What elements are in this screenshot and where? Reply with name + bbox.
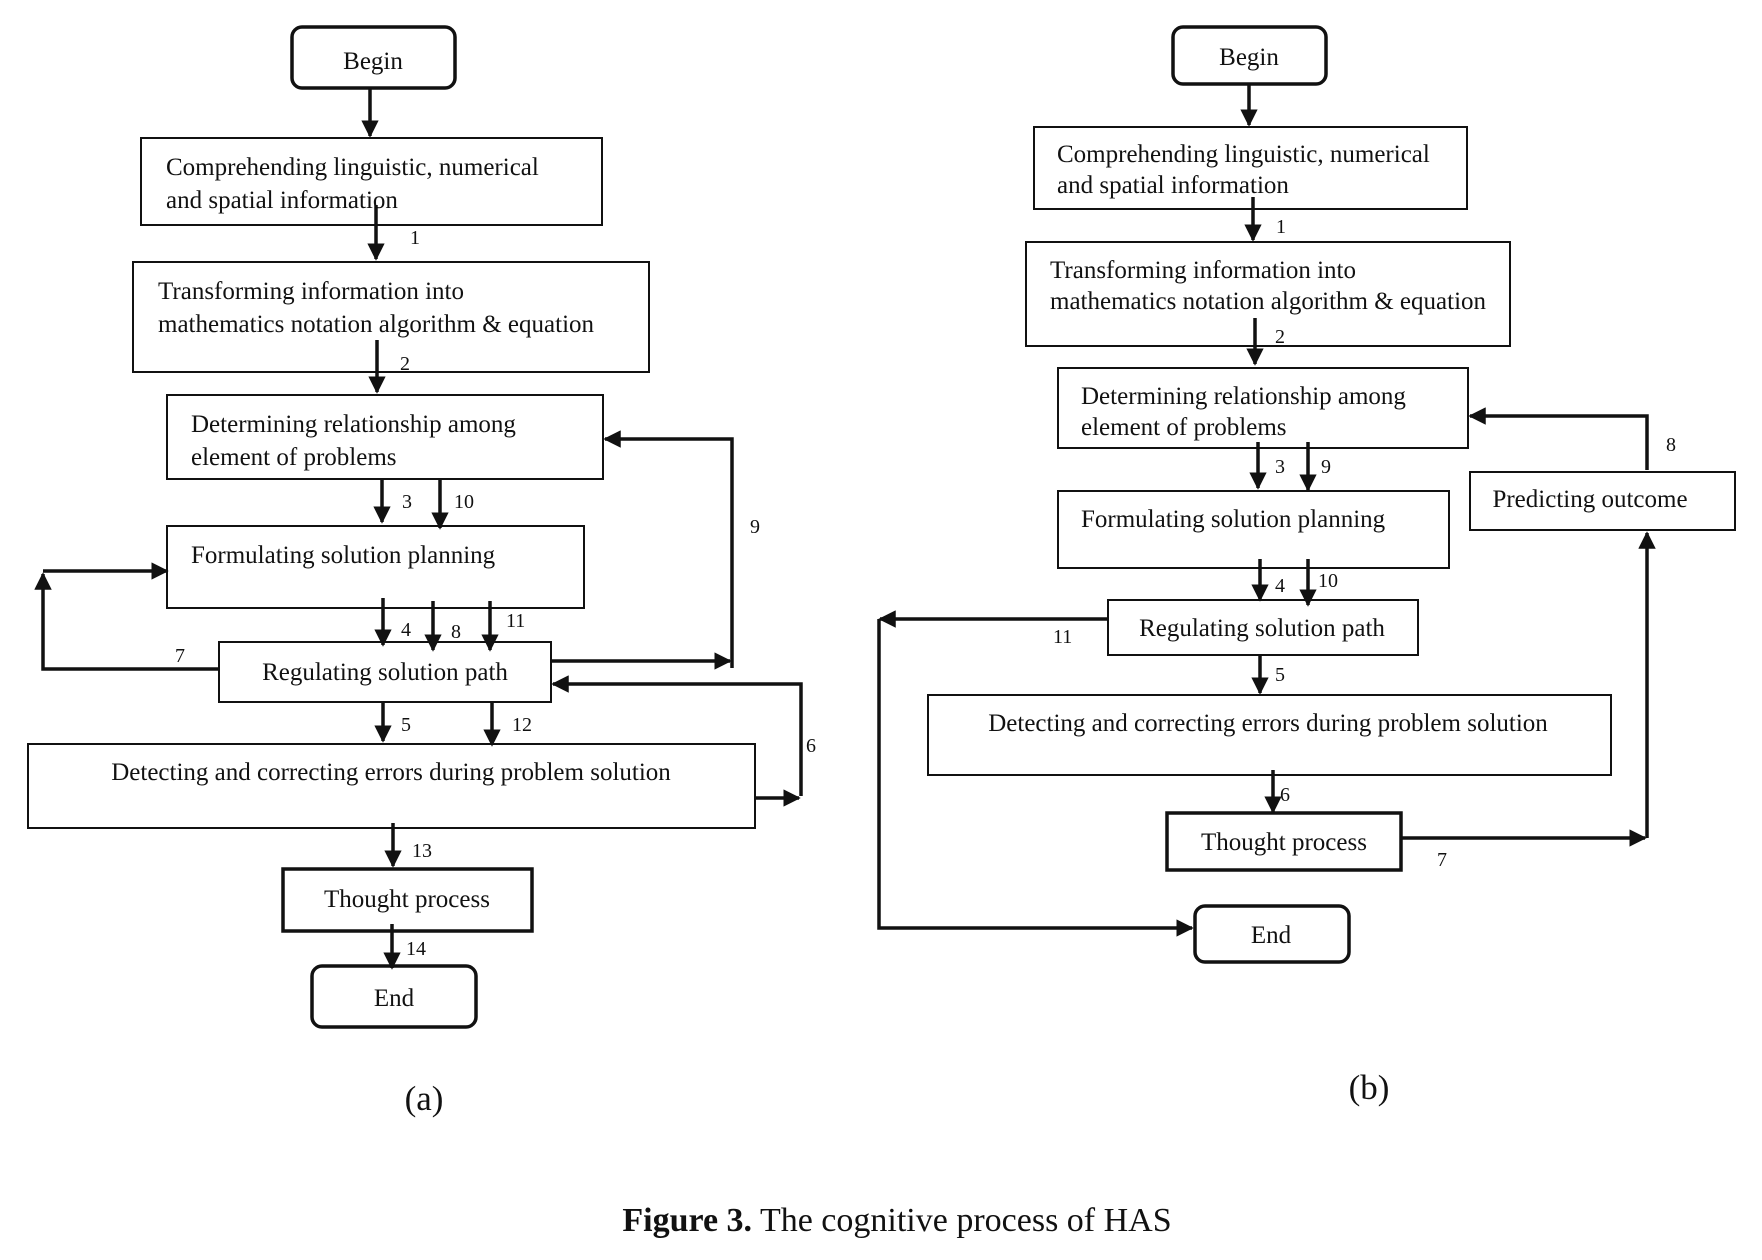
b-end-text: End: [1251, 922, 1292, 949]
b-thought-box: [1165, 811, 1403, 872]
a-end-text: End: [374, 985, 415, 1012]
a-determining-box: [166, 394, 604, 480]
a-detecting-box: [27, 743, 756, 829]
a-edge-label: 14: [406, 938, 426, 960]
a-determining-text-1: Determining relationship among: [191, 411, 516, 438]
b-begin-text: Begin: [1219, 44, 1279, 71]
a-sub-label: (a): [405, 1079, 444, 1118]
a-comprehending-text-2: and spatial information: [166, 187, 398, 214]
b-determining-box: [1057, 367, 1469, 449]
a-transforming-text-1: Transforming information into: [158, 278, 464, 305]
b-edge-label: 3: [1275, 456, 1285, 478]
b-arrow-8: [1468, 407, 1649, 470]
b-thought-text: Thought process: [1201, 829, 1367, 856]
a-edge-label: 2: [400, 353, 410, 375]
b-regulating-text: Regulating solution path: [1139, 615, 1385, 642]
a-comprehending-text-1: Comprehending linguistic, numerical: [166, 154, 539, 181]
a-edge-label: 5: [401, 714, 411, 736]
a-begin-text: Begin: [343, 48, 403, 75]
b-regulating-box: [1107, 599, 1419, 656]
b-edge-label: 1: [1276, 216, 1286, 238]
b-comprehending-box: [1033, 126, 1468, 210]
b-comprehending-text-2: and spatial information: [1057, 172, 1289, 199]
b-determining-text-2: element of problems: [1081, 414, 1287, 441]
a-regulating-box: [218, 641, 552, 703]
a-edge-label: 10: [454, 491, 474, 513]
b-detecting-text: Detecting and correcting errors during p…: [988, 710, 1548, 737]
a-edge-label: 7: [175, 645, 185, 667]
a-edge-label: 3: [402, 491, 412, 513]
b-arrow-11b: [877, 619, 1194, 937]
b-edge-label: 10: [1318, 570, 1338, 592]
a-edge-label: 1: [410, 227, 420, 249]
b-comprehending-text-1: Comprehending linguistic, numerical: [1057, 141, 1430, 168]
b-edge-label: 11: [1053, 626, 1072, 648]
a-thought-box: [281, 867, 534, 933]
diagram-a: Begin Comprehending linguistic, numerica…: [27, 25, 816, 1118]
a-edge-label: 4: [401, 619, 411, 641]
b-determining-text-1: Determining relationship among: [1081, 383, 1406, 410]
b-edge-label: 9: [1321, 456, 1331, 478]
a-formulating-box: [166, 525, 585, 609]
b-sub-label: (b): [1349, 1068, 1390, 1107]
a-arrow-9b: [603, 430, 734, 668]
a-arrow-6b: [551, 675, 803, 796]
a-thought-text: Thought process: [324, 886, 490, 913]
b-detecting-box: [927, 694, 1612, 776]
b-transforming-text-1: Transforming information into: [1050, 257, 1356, 284]
diagram-b: Begin Comprehending linguistic, numerica…: [877, 25, 1736, 1107]
caption-text: The cognitive process of HAS: [752, 1202, 1172, 1239]
a-comprehending-box: [140, 137, 603, 226]
b-predicting-box: [1469, 471, 1736, 531]
figure-caption: Figure 3. The cognitive process of HAS: [622, 1202, 1171, 1239]
a-regulating-text: Regulating solution path: [262, 659, 508, 686]
a-transforming-text-2: mathematics notation algorithm & equatio…: [158, 311, 595, 338]
b-predicting-text: Predicting outcome: [1492, 486, 1687, 513]
a-edge-label: 13: [412, 840, 432, 862]
a-edge-label: 8: [451, 621, 461, 643]
b-edge-label: 8: [1666, 434, 1676, 456]
a-arrow-7a: [34, 572, 219, 671]
b-edge-label: 7: [1437, 849, 1447, 871]
b-edge-label: 2: [1275, 326, 1285, 348]
a-edge-label: 9: [750, 516, 760, 538]
b-transforming-box: [1025, 241, 1511, 347]
b-formulating-box: [1057, 490, 1450, 569]
b-edge-label: 4: [1275, 575, 1285, 597]
caption-bold: Figure 3.: [622, 1202, 752, 1239]
b-end-box: [1193, 904, 1351, 964]
b-transforming-text-2: mathematics notation algorithm & equatio…: [1050, 288, 1487, 315]
a-edge-label: 12: [512, 714, 532, 736]
a-formulating-text: Formulating solution planning: [191, 542, 496, 569]
a-begin-box: [290, 25, 457, 90]
b-edge-label: 6: [1280, 784, 1290, 806]
a-edge-label: 6: [806, 735, 816, 757]
b-edge-label: 5: [1275, 664, 1285, 686]
a-edge-label: 11: [506, 610, 525, 632]
a-determining-text-2: element of problems: [191, 444, 397, 471]
a-transforming-box: [132, 261, 650, 373]
a-detecting-text: Detecting and correcting errors during p…: [111, 759, 671, 786]
b-formulating-text: Formulating solution planning: [1081, 506, 1386, 533]
